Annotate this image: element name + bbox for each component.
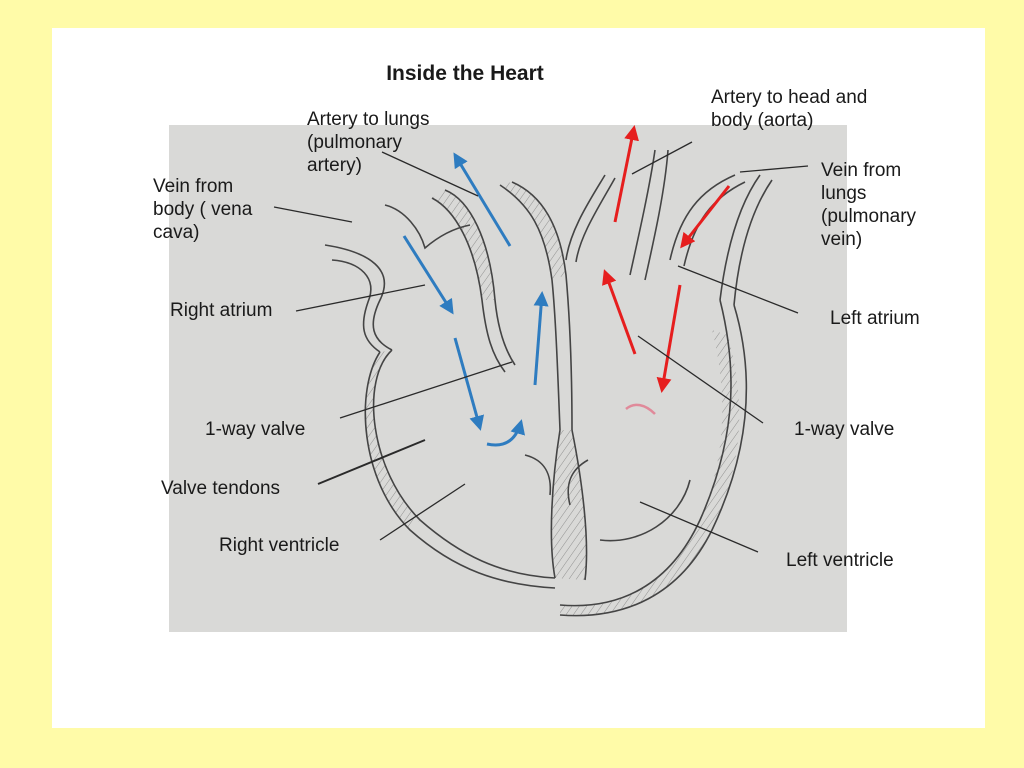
label-one-way-valve-right: 1-way valve <box>794 419 895 440</box>
heart-walls-hatched <box>365 182 740 616</box>
label-left-ventricle: Left ventricle <box>786 550 894 571</box>
flow-arrow-to-pulmonary-artery <box>453 152 512 247</box>
label-left-atrium: Left atrium <box>830 308 920 329</box>
leader-valve-right <box>637 335 764 424</box>
label-line: body ( vena <box>153 199 253 220</box>
leader-vena-cava <box>273 206 353 223</box>
blood-flow-arrows-red <box>602 125 731 415</box>
label-aorta: Artery to head and body (aorta) <box>711 86 867 132</box>
flow-arrow-right-ventricle-curl <box>486 419 526 447</box>
label-line: Artery to lungs <box>307 109 430 130</box>
leader-right-atrium <box>295 284 426 312</box>
leader-left-atrium <box>677 265 799 314</box>
flow-arrow-left-ventricle-curl <box>625 403 656 415</box>
label-pulmonary-vein: Vein from lungs (pulmonary vein) <box>821 159 916 251</box>
flow-arrow-to-pulmonary-valve <box>533 291 549 386</box>
label-line: Vein from <box>153 176 234 197</box>
flow-arrow-to-aorta <box>613 125 639 223</box>
label-right-atrium: Right atrium <box>170 300 273 321</box>
flow-arrow-into-right-atrium <box>402 235 454 315</box>
flow-arrow-to-aortic-valve <box>602 269 637 355</box>
label-line: artery) <box>307 155 362 176</box>
leader-lines <box>273 141 809 553</box>
leader-valve-left <box>339 361 513 419</box>
flow-arrow-from-pulmonary-vein <box>680 185 731 249</box>
leader-right-ventricle <box>379 483 466 541</box>
label-line: body (aorta) <box>711 110 814 131</box>
label-line: (pulmonary <box>821 206 917 227</box>
label-valve-tendons: Valve tendons <box>161 478 281 499</box>
label-line: Artery to head and <box>711 87 868 108</box>
label-line: (pulmonary <box>307 132 403 153</box>
leader-valve-tendons <box>317 439 426 485</box>
label-line: cava) <box>153 222 200 243</box>
leader-left-ventricle <box>639 501 759 553</box>
leader-pulmonary-vein <box>739 165 809 173</box>
flow-arrow-into-left-ventricle <box>656 284 682 393</box>
label-line: vein) <box>821 229 863 250</box>
label-vena-cava: Vein from body ( vena cava) <box>153 175 252 244</box>
label-artery-to-lungs: Artery to lungs (pulmonary artery) <box>307 108 430 177</box>
label-right-ventricle: Right ventricle <box>219 535 340 556</box>
leader-artery-lungs <box>381 151 479 197</box>
flow-arrow-into-right-ventricle <box>453 337 485 431</box>
label-line: Vein from <box>821 160 902 181</box>
label-line: lungs <box>821 183 867 204</box>
blood-flow-arrows-blue <box>402 152 549 447</box>
label-one-way-valve-left: 1-way valve <box>205 419 306 440</box>
leader-aorta <box>631 141 693 175</box>
diagram-title: Inside the Heart <box>386 62 544 85</box>
